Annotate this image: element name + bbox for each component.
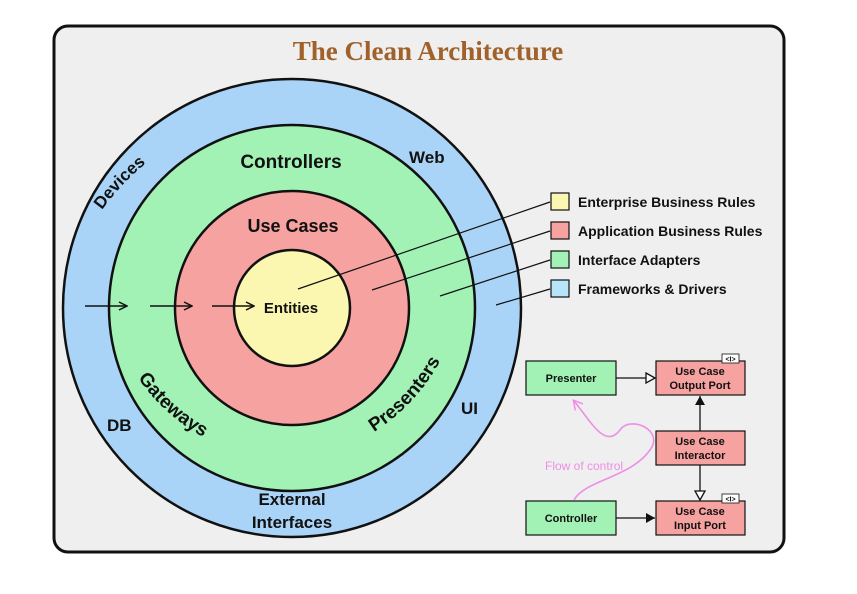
controller-box bbox=[525, 500, 617, 536]
legend-leader-adapters bbox=[439, 259, 551, 297]
external-label: External bbox=[258, 490, 325, 509]
legend-swatch-enterprise bbox=[550, 192, 570, 211]
legend-leader-enterprise bbox=[297, 201, 551, 290]
flow-of-control-curve bbox=[572, 399, 655, 501]
controllers-label: Controllers bbox=[240, 152, 341, 173]
legend-item-application: Application Business Rules bbox=[550, 221, 763, 240]
flow-of-control-diagram: Presenter Use Case Output Port <I> Use C… bbox=[525, 353, 746, 536]
web-label: Web bbox=[409, 148, 445, 167]
output-port-label-2: Output Port bbox=[669, 380, 730, 392]
legend-leader-frameworks bbox=[495, 288, 551, 306]
flow-of-control-label: Flow of control bbox=[545, 459, 623, 473]
page-title: The Clean Architecture bbox=[293, 36, 563, 66]
legend-swatch-frameworks bbox=[550, 279, 570, 298]
interfaces-label: Interfaces bbox=[252, 513, 332, 532]
presenter-label: Presenter bbox=[546, 373, 597, 385]
legend-label-frameworks: Frameworks & Drivers bbox=[578, 281, 727, 297]
legend-item-enterprise: Enterprise Business Rules bbox=[550, 192, 756, 211]
input-interface-badge bbox=[721, 493, 740, 504]
legend-label-enterprise: Enterprise Business Rules bbox=[578, 194, 756, 210]
legend: Enterprise Business Rules Application Bu… bbox=[550, 192, 763, 298]
entities-core bbox=[232, 248, 352, 368]
db-label: DB bbox=[107, 416, 132, 435]
legend-label-adapters: Interface Adapters bbox=[578, 252, 701, 268]
presenter-box bbox=[525, 360, 617, 396]
interactor-label-2: Interactor bbox=[675, 450, 726, 462]
input-port-box bbox=[655, 500, 746, 536]
input-port-label-2: Input Port bbox=[674, 520, 726, 532]
interactor-box bbox=[655, 430, 746, 466]
entities-label: Entities bbox=[264, 300, 318, 317]
use-cases-label: Use Cases bbox=[247, 216, 338, 236]
input-interface-marker: <I> bbox=[725, 497, 735, 504]
legend-label-application: Application Business Rules bbox=[578, 223, 763, 239]
legend-item-adapters: Interface Adapters bbox=[550, 250, 701, 269]
output-interface-marker: <I> bbox=[725, 357, 735, 364]
controller-label: Controller bbox=[545, 513, 598, 525]
legend-swatch-application bbox=[550, 221, 570, 240]
input-port-label-1: Use Case bbox=[675, 506, 725, 518]
legend-item-frameworks: Frameworks & Drivers bbox=[550, 279, 727, 298]
legend-leader-application bbox=[371, 230, 551, 291]
ui-label: UI bbox=[461, 399, 478, 418]
legend-swatch-adapters bbox=[550, 250, 570, 269]
output-port-label-1: Use Case bbox=[675, 366, 725, 378]
interactor-label-1: Use Case bbox=[675, 436, 725, 448]
output-port-box bbox=[655, 360, 746, 396]
output-interface-badge bbox=[721, 353, 740, 364]
